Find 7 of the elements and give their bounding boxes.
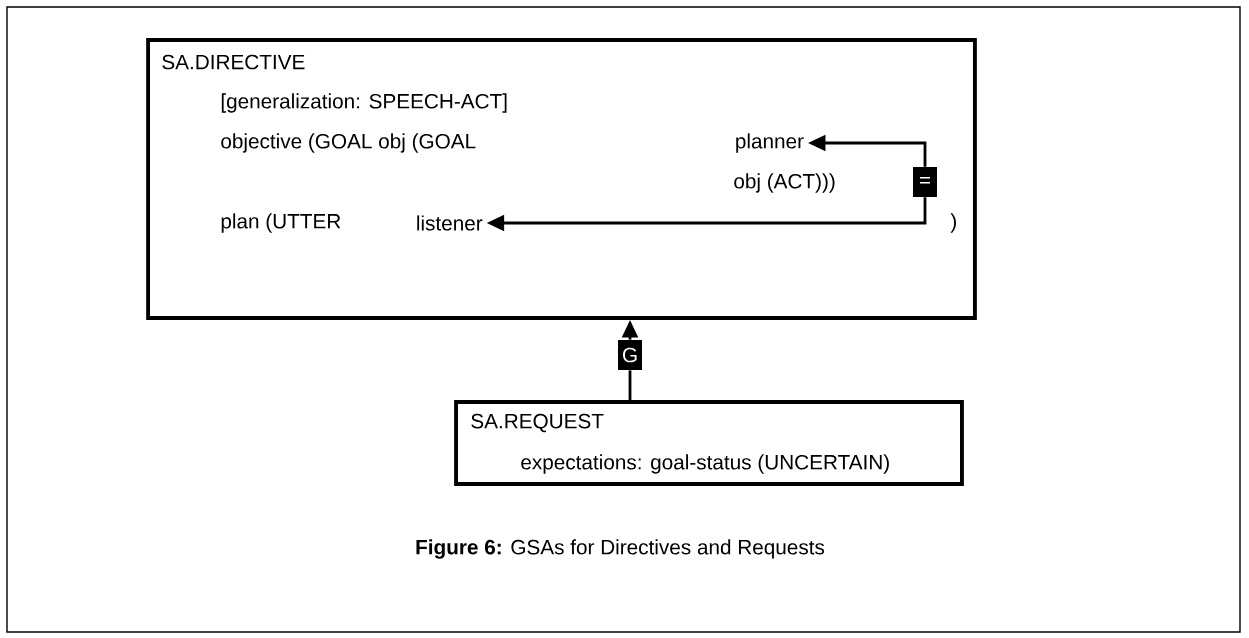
equals-box: =	[913, 167, 937, 197]
connector-line	[628, 370, 632, 401]
letter-box: G	[618, 340, 642, 370]
figure-caption: Figure 6: GSAs for Directives and Requests	[416, 539, 825, 559]
frame-box: SA.REQUEST expectations: goal-status (UNCERTAIN)	[454, 400, 964, 486]
slot-word: listener	[417, 215, 483, 231]
slot-word: planner	[736, 133, 804, 153]
